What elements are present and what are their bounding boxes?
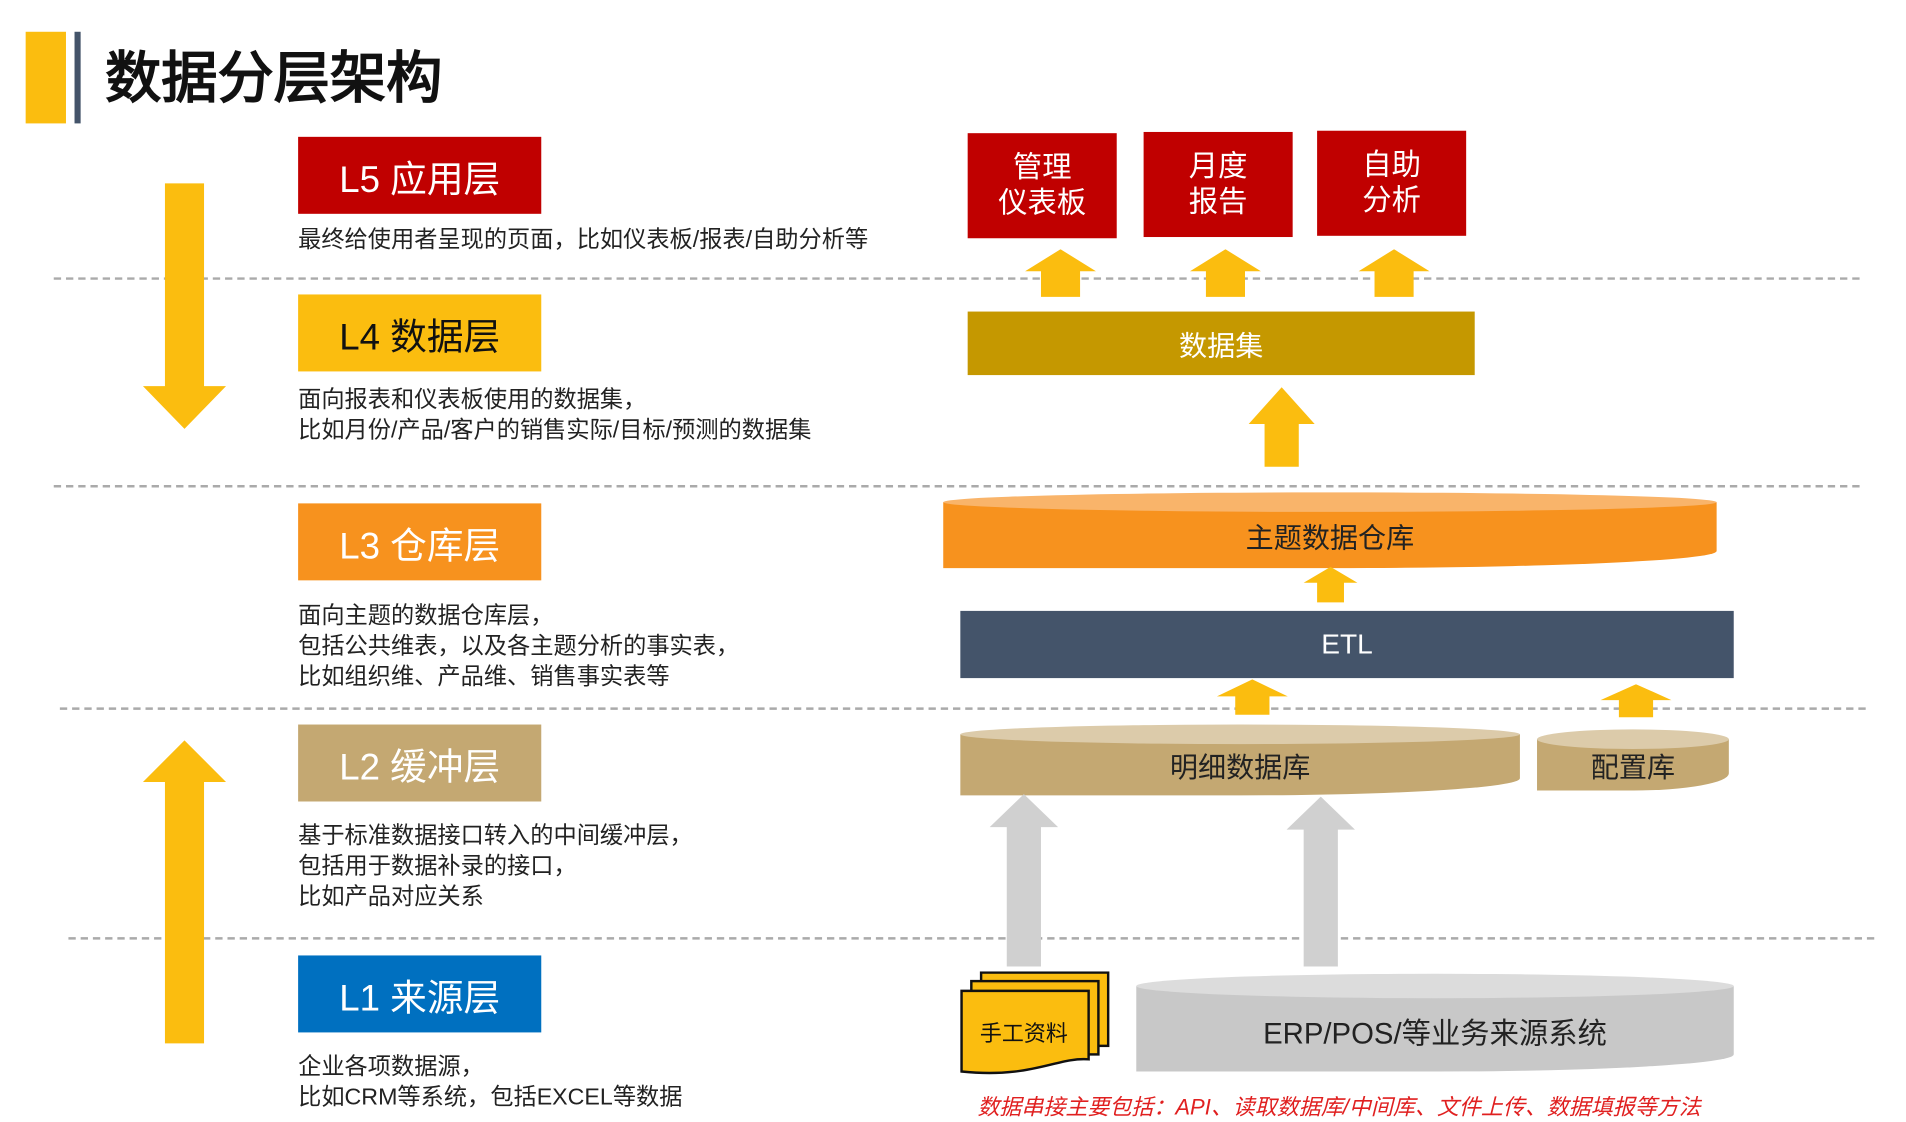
separator — [68, 937, 1875, 940]
detail-db-cylinder: 明细数据库 — [960, 724, 1520, 796]
etl-box: ETL — [960, 610, 1734, 679]
config-db-cylinder: 配置库 — [1537, 729, 1729, 791]
layer-l4-label: L4 数据层 — [298, 294, 542, 372]
dataset-box: 数据集 — [967, 311, 1475, 376]
detail-db-label: 明细数据库 — [1169, 751, 1311, 784]
up-arrow-icon — [1025, 249, 1096, 297]
separator — [53, 485, 1860, 488]
up-arrow-icon — [1303, 566, 1358, 603]
separator — [53, 277, 1860, 280]
app-self-service: 自助 分析 — [1317, 130, 1467, 236]
layer-l4-desc: 面向报表和仪表板使用的数据集， 比如月份/产品/客户的销售实际/目标/预测的数据… — [298, 387, 812, 444]
up-arrow-icon — [142, 740, 227, 1044]
layer-l1-desc: 企业各项数据源， 比如CRM等系统，包括EXCEL等数据 — [298, 1054, 683, 1111]
up-arrow-icon — [1600, 684, 1672, 718]
up-arrow-icon — [1358, 249, 1430, 297]
up-arrow-gray-icon — [1286, 796, 1355, 967]
manual-docs-icon — [960, 971, 1110, 1075]
title-accent-bar — [25, 31, 66, 124]
manual-docs-label: 手工资料 — [979, 1021, 1068, 1046]
app-monthly-report: 月度 报告 — [1143, 131, 1293, 238]
source-systems-label: ERP/POS/等业务来源系统 — [1263, 1017, 1607, 1051]
down-arrow-icon — [142, 183, 227, 429]
source-systems-cylinder: ERP/POS/等业务来源系统 — [1136, 973, 1734, 1072]
layer-l2-label: L2 缓冲层 — [298, 724, 542, 802]
layer-l5-desc: 最终给使用者呈现的页面，比如仪表板/报表/自助分析等 — [298, 227, 869, 253]
integration-note: 数据串接主要包括：API、读取数据库/中间库、文件上传、数据填报等方法 — [977, 1094, 1701, 1120]
layer-l2-desc: 基于标准数据接口转入的中间缓冲层， 包括用于数据补录的接口， 比如产品对应关系 — [298, 823, 693, 911]
up-arrow-icon — [1216, 679, 1288, 715]
layer-l3-desc: 面向主题的数据仓库层， 包括公共维表，以及各主题分析的事实表， 比如组织维、产品… — [298, 603, 740, 691]
layer-l1-label: L1 来源层 — [298, 955, 542, 1033]
up-arrow-gray-icon — [989, 794, 1059, 967]
title-divider — [74, 31, 81, 124]
separator — [59, 707, 1866, 710]
config-db-label: 配置库 — [1590, 751, 1676, 784]
warehouse-cylinder: 主题数据仓库 — [943, 492, 1717, 569]
app-dashboard: 管理 仪表板 — [967, 133, 1117, 239]
warehouse-label: 主题数据仓库 — [1245, 521, 1415, 554]
layer-l3-label: L3 仓库层 — [298, 503, 542, 581]
layer-l5-label: L5 应用层 — [298, 136, 542, 214]
up-arrow-icon — [1248, 387, 1315, 467]
up-arrow-icon — [1190, 249, 1261, 297]
page-title: 数据分层架构 — [105, 46, 443, 110]
